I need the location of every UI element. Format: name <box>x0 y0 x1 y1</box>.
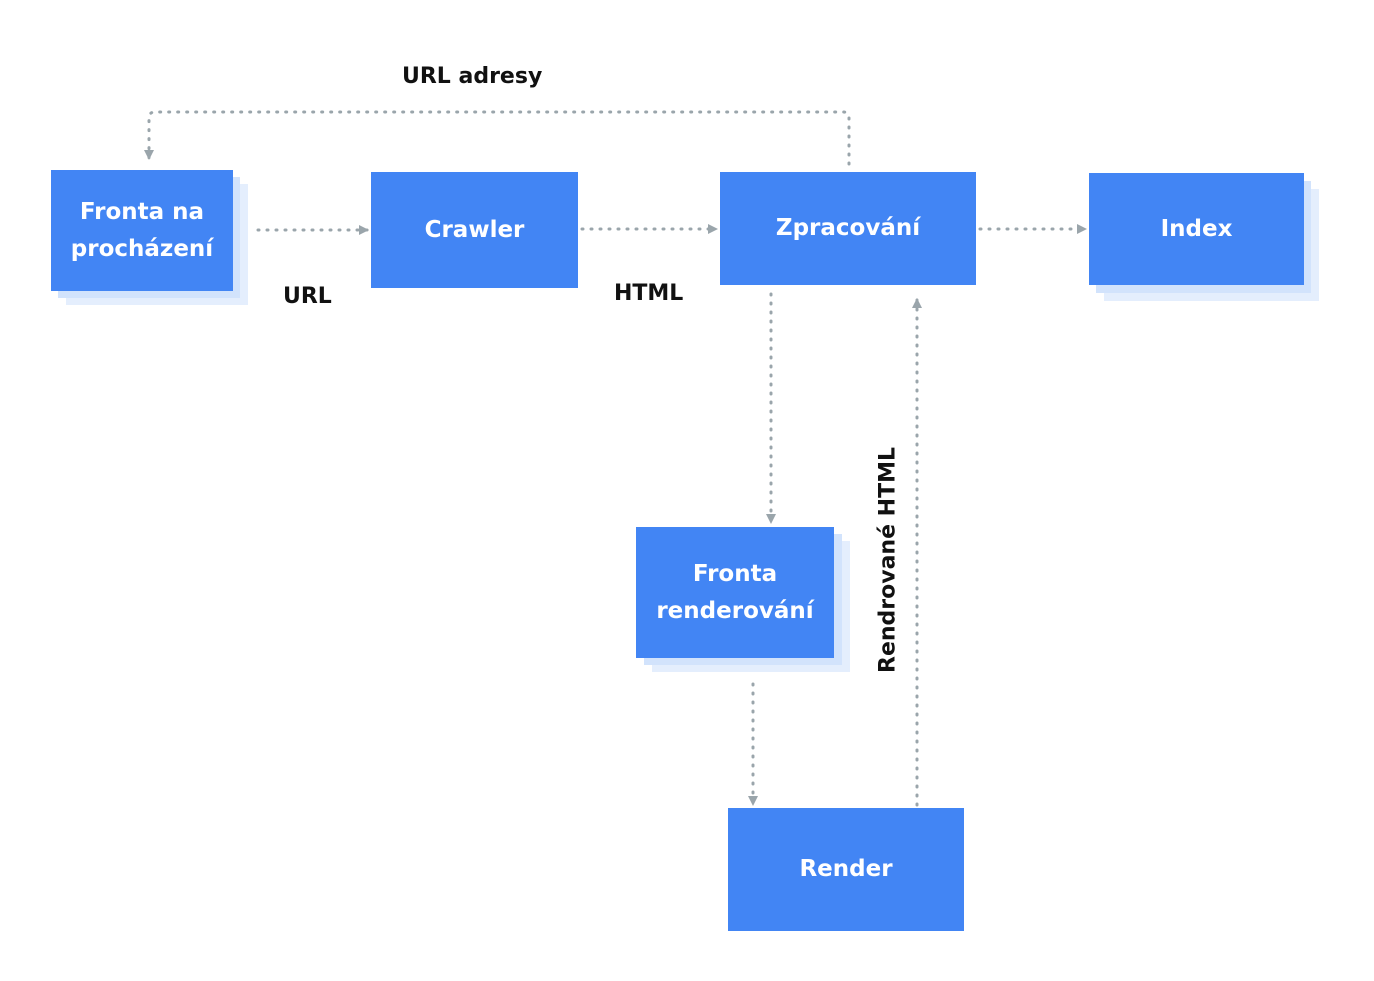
node-face: Render <box>728 808 964 931</box>
node-crawl-queue: Fronta na procházení <box>51 170 248 305</box>
node-label-index: Index <box>1160 215 1233 242</box>
node-render: Render <box>728 808 964 931</box>
node-label-crawl-queue: Fronta na procházení <box>70 198 214 262</box>
edge-label-url-addresses: URL adresy <box>402 64 543 89</box>
node-face: Index <box>1089 173 1304 285</box>
node-label-processing: Zpracování <box>775 215 921 241</box>
node-face: Zpracování <box>720 172 976 285</box>
node-label-render: Render <box>799 856 893 882</box>
node-face: Fronta na procházení <box>51 170 233 291</box>
node-render-queue: Fronta renderování <box>636 527 850 672</box>
node-face: Fronta renderování <box>636 527 834 658</box>
edge-label-url: URL <box>283 284 332 309</box>
node-crawler: Crawler <box>371 172 578 288</box>
edge-label-html: HTML <box>614 281 684 306</box>
arrow-processing-to-queue-loop <box>144 110 851 166</box>
node-label-render-queue: Fronta renderování <box>656 560 814 624</box>
node-face: Crawler <box>371 172 578 288</box>
node-label-crawler: Crawler <box>424 216 525 243</box>
edge-label-rendered-html: Rendrované HTML <box>875 447 901 673</box>
node-index: Index <box>1089 173 1319 301</box>
node-processing: Zpracování <box>720 172 976 285</box>
